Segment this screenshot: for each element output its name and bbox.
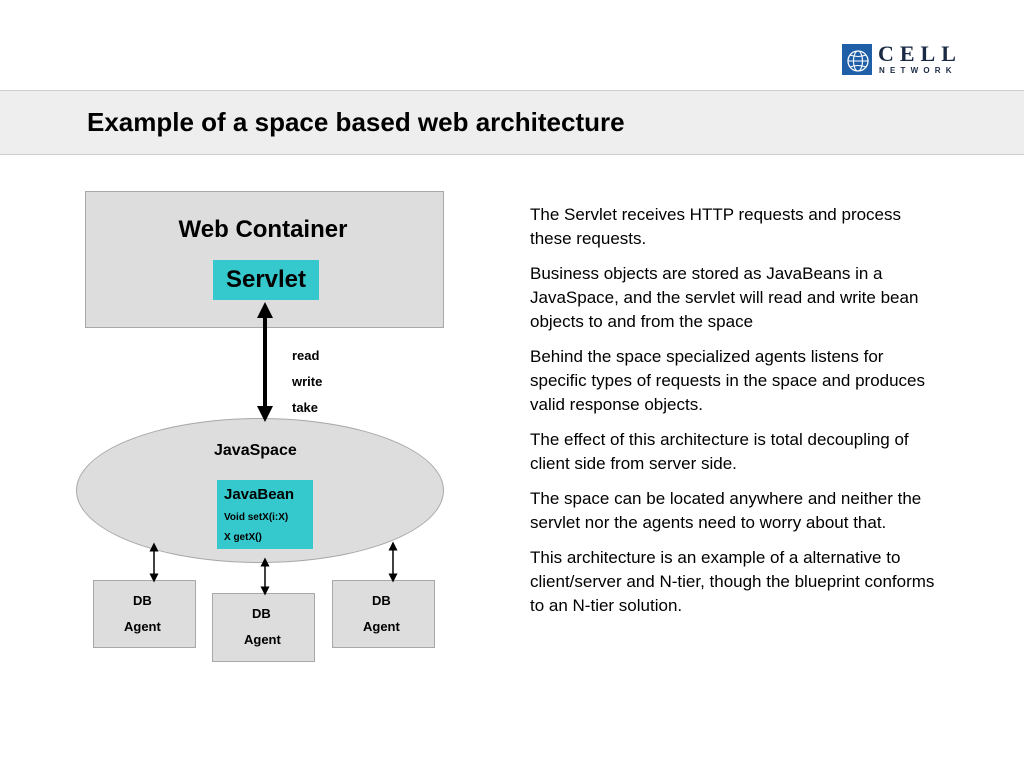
operation-take: take (292, 400, 319, 415)
operation-read: read (292, 348, 320, 363)
db-agent-box-middle (212, 593, 315, 662)
db-agent-right-line2: Agent (363, 619, 400, 634)
db-agent-left-line2: Agent (124, 619, 161, 634)
explanation-text: The Servlet receives HTTP requests and p… (530, 203, 940, 629)
operation-write: write (292, 374, 323, 389)
javaspace-label: JavaSpace (214, 442, 297, 459)
javabean-box (217, 480, 313, 549)
db-agent-middle-line2: Agent (244, 632, 281, 647)
db-agent-box-right (332, 580, 435, 648)
javabean-method-setx: Void setX(i:X) (224, 512, 289, 523)
explanation-paragraph: The effect of this architecture is total… (530, 430, 909, 473)
db-agent-box-left (93, 580, 196, 648)
db-agent-middle-line1: DB (252, 606, 271, 621)
explanation-paragraph: The space can be located anywhere and ne… (530, 489, 922, 532)
explanation-paragraph: Business objects are stored as JavaBeans… (530, 264, 919, 331)
cell-network-logo: CELL NETWORK (842, 41, 974, 78)
web-container-label: Web Container (178, 216, 348, 243)
title-bar (0, 90, 1024, 155)
page-title: Example of a space based web architectur… (87, 107, 625, 137)
logo-wordmark: CELL (878, 41, 962, 66)
servlet-box: Servlet (213, 260, 319, 300)
globe-icon (842, 44, 872, 75)
explanation-paragraph: This architecture is an example of a alt… (530, 548, 935, 615)
db-agent-left-line1: DB (133, 593, 152, 608)
logo-subword: NETWORK (879, 66, 957, 75)
explanation-paragraph: The Servlet receives HTTP requests and p… (530, 205, 902, 248)
db-agent-right-line1: DB (372, 593, 391, 608)
javabean-method-getx: X getX() (224, 532, 262, 543)
javabean-title: JavaBean (224, 486, 295, 503)
explanation-paragraph: Behind the space specialized agents list… (530, 347, 926, 414)
